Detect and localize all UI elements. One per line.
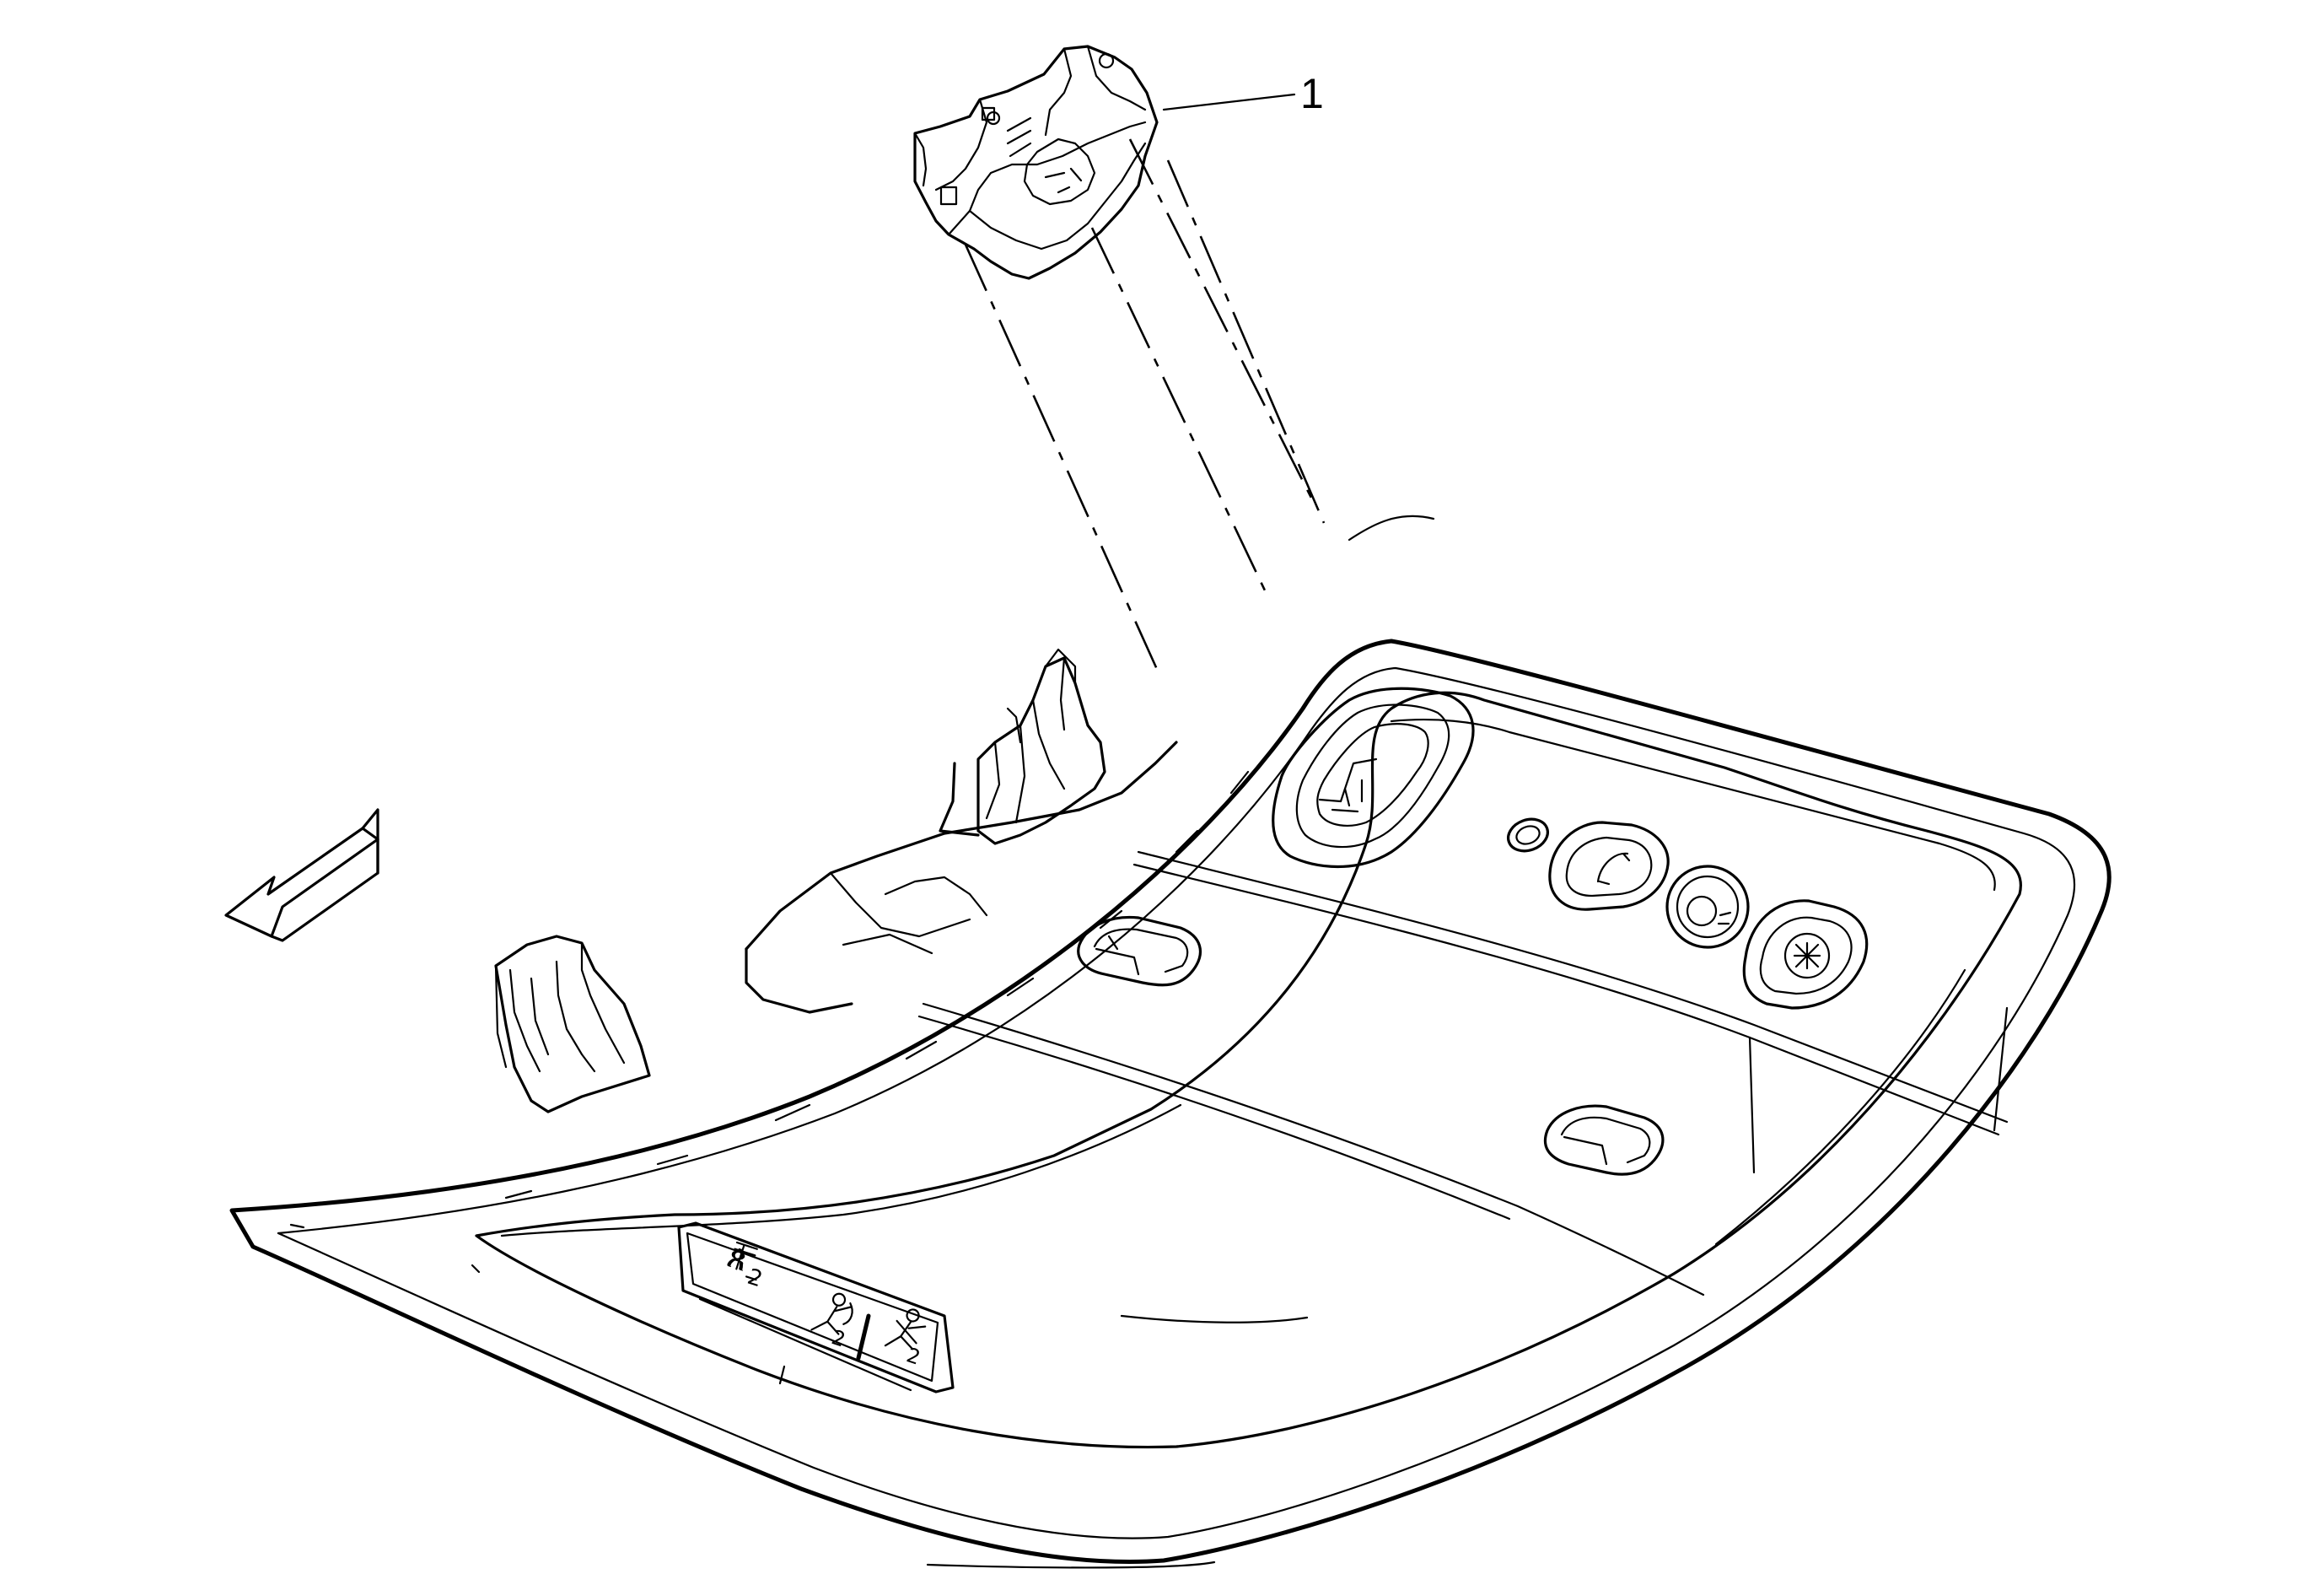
overhead-console-trim <box>229 515 2112 1569</box>
seatbelt-icon: 2 <box>884 1308 927 1370</box>
console-inner-bracket <box>745 741 1178 1014</box>
emergency-button <box>1742 899 1869 1010</box>
callout-1-leader <box>1162 93 1296 111</box>
front-direction-arrow-icon <box>224 808 379 942</box>
svg-text:2: 2 <box>904 1343 923 1369</box>
callout-1-label: 1 <box>1300 70 1324 117</box>
indicator-divider <box>856 1313 871 1361</box>
assembly-centerlines <box>964 138 1326 676</box>
trim-detail-marks <box>471 1264 786 1385</box>
indicator-panel <box>677 1221 955 1393</box>
sunroof-switch <box>1272 687 1475 869</box>
passenger-airbag-off-icon: ጰ 2 <box>723 1237 766 1293</box>
onstar-button <box>1665 865 1750 949</box>
reading-lamp-left <box>1077 915 1202 987</box>
mounting-clip-front <box>494 935 651 1113</box>
onstar-button-small <box>1507 817 1549 853</box>
svg-text:2: 2 <box>745 1264 766 1293</box>
reading-lamp-right <box>1543 1104 1665 1176</box>
phone-button <box>1548 821 1670 911</box>
mounting-clip-rear <box>939 648 1106 845</box>
roof-module <box>913 45 1159 280</box>
svg-text:2: 2 <box>829 1325 848 1351</box>
